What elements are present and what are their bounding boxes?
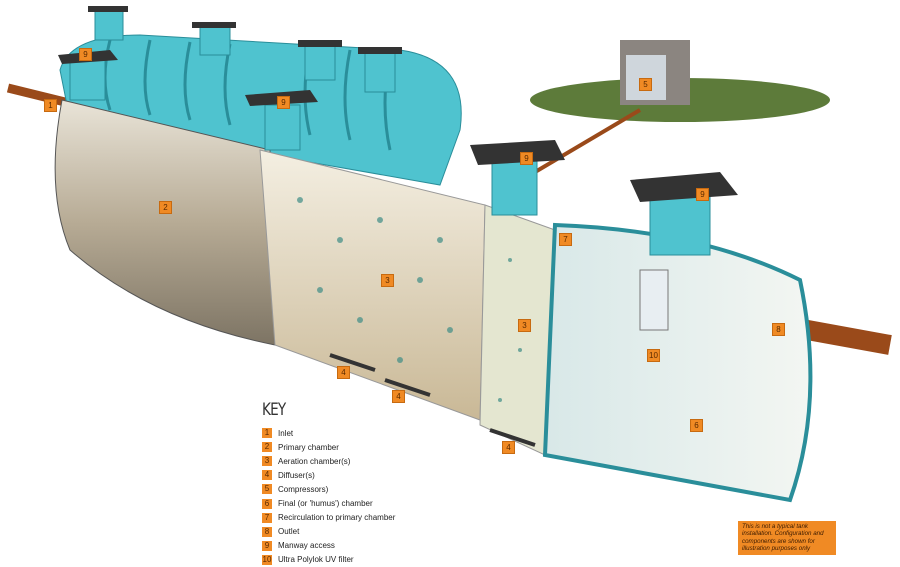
key-number: 8 [262,526,272,537]
diffuser [384,378,431,397]
callout-10: 10 [647,349,660,362]
key-item: 7 Recirculation to primary chamber [262,511,395,525]
key-label: Diffuser(s) [278,470,315,480]
disclaimer-note: This is not a typical tank installation.… [738,521,836,555]
callout-1: 1 [44,99,57,112]
key-title: KEY [262,400,286,420]
key-label: Outlet [278,527,300,537]
recirculation-pipe [528,108,642,177]
callout-9: 9 [520,152,533,165]
key-item: 8 Outlet [262,525,395,539]
key-item: 6 Final (or 'humus') chamber [262,496,395,510]
callout-4: 4 [392,390,405,403]
key-legend: KEY 1 Inlet 2 Primary chamber 3 Aeration cham… [262,400,395,567]
aeration-bubbles [297,197,522,402]
key-number: 2 [262,442,272,453]
callout-2: 2 [159,201,172,214]
key-label: Inlet [278,428,294,438]
manway-lids [58,6,738,202]
key-label: Compressors) [278,484,329,494]
key-number: 7 [262,512,272,523]
callout-5: 5 [639,78,652,91]
callout-3: 3 [518,319,531,332]
key-number: 4 [262,470,272,481]
callout-8: 8 [772,323,785,336]
diffuser [489,428,536,447]
key-label: Recirculation to primary chamber [278,513,396,523]
key-item: 2 Primary chamber [262,440,395,454]
callout-6: 6 [690,419,703,432]
key-number: 9 [262,540,272,551]
key-item: 10 Ultra Polylok UV filter [262,553,395,567]
rear-tank [59,34,462,186]
key-item: 1 Inlet [262,426,395,440]
key-number: 5 [262,484,272,495]
callout-9: 9 [277,96,290,109]
callout-9: 9 [79,48,92,61]
callout-9: 9 [696,188,709,201]
primary-chamber-shell [54,99,276,346]
key-item: 9 Manway access [262,539,395,553]
aeration-chamber [259,149,486,421]
key-label: Ultra Polylok UV filter [278,555,354,565]
key-label: Final (or 'humus') chamber [278,499,373,509]
uv-filter [639,269,669,331]
key-label: Primary chamber [278,442,339,452]
key-number: 3 [262,456,272,467]
final-chamber [542,222,813,503]
key-label: Aeration chamber(s) [278,456,351,466]
key-number: 6 [262,498,272,509]
key-label: Manway access [278,541,335,551]
key-number: 10 [262,554,272,565]
key-item: 4 Diffuser(s) [262,468,395,482]
key-number: 1 [262,428,272,439]
diffuser [329,353,376,372]
callout-4: 4 [502,441,515,454]
compressor-cabinet [626,55,666,100]
callout-3: 3 [381,274,394,287]
key-item: 5 Compressors) [262,482,395,496]
key-item: 3 Aeration chamber(s) [262,454,395,468]
callout-7: 7 [559,233,572,246]
callout-4: 4 [337,366,350,379]
